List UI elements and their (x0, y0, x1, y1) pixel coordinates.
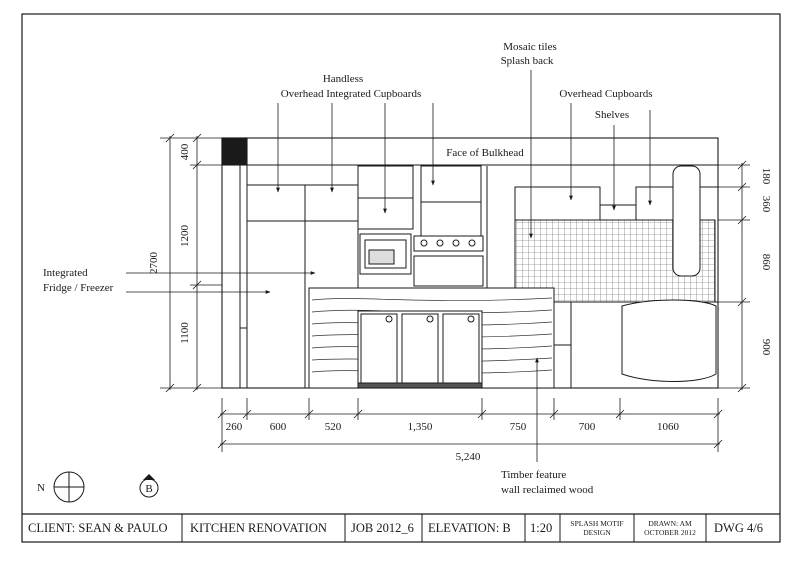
right-dimension-lines (718, 160, 750, 393)
shelves-label: Shelves (595, 109, 629, 121)
title-block: CLIENT: SEAN & PAULO KITCHEN RENOVATION … (22, 513, 780, 542)
title-drawn-line1: DRAWN: AM (648, 519, 692, 528)
timber-label-line2: wall reclaimed wood (501, 484, 594, 496)
fridge-label-line1: Integrated (43, 267, 88, 279)
dim-bottom-4: 1,350 (408, 421, 433, 433)
dim-bottom-total: 5,240 (456, 451, 481, 463)
elevation-marker-label: B (145, 483, 152, 495)
dim-left-top: 400 (179, 143, 191, 160)
overhead-cupboards-right (514, 165, 718, 277)
dim-left-mid: 1200 (179, 225, 191, 248)
bulkhead-label: Face of Bulkhead (446, 147, 524, 159)
title-studio-line2: DESIGN (583, 528, 611, 537)
dim-left-bottom: 1100 (179, 322, 191, 344)
overhead-cupboards-label: Overhead Cupboards (559, 88, 652, 100)
title-drawn-line2: OCTOBER 2012 (644, 528, 696, 537)
bottom-dimension-lines (217, 398, 723, 452)
dim-bottom-3: 520 (325, 421, 342, 433)
dim-bottom-2: 600 (270, 421, 287, 433)
base-cabinets-right (553, 299, 719, 389)
title-elevation: ELEVATION: B (428, 521, 511, 535)
left-column (239, 165, 248, 388)
dim-bottom-7: 1060 (657, 421, 680, 433)
title-scale: 1:20 (530, 521, 552, 535)
fridge-label-line2: Fridge / Freezer (43, 282, 114, 294)
elevation-marker: B (139, 474, 159, 498)
dim-right-a: 180 (760, 168, 772, 185)
left-dimension-lines (160, 133, 222, 393)
timber-island (308, 287, 555, 389)
handless-label-line2: Overhead Integrated Cupboards (281, 88, 422, 100)
oven-microwave (359, 166, 488, 288)
mosaic-label-line1: Mosaic tiles (503, 41, 556, 53)
mosaic-label-line2: Splash back (501, 55, 554, 67)
title-project: KITCHEN RENOVATION (190, 521, 327, 535)
dim-bottom-5: 750 (510, 421, 527, 433)
overhead-integrated-cupboards (246, 165, 482, 230)
title-studio-line1: SPLASH MOTIF (570, 519, 623, 528)
dim-right-c: 860 (760, 254, 772, 271)
dim-bottom-6: 700 (579, 421, 596, 433)
sheet-border (21, 13, 781, 543)
dim-right-b: 360 (760, 196, 772, 213)
timber-label-line1: Timber feature (501, 469, 566, 481)
dim-left-total: 2700 (148, 252, 160, 275)
title-job: JOB 2012_6 (351, 521, 414, 535)
handless-label-line1: Handless (323, 73, 363, 85)
title-drawing-number: DWG 4/6 (714, 521, 763, 535)
leader-lines (126, 70, 652, 462)
dim-right-d: 900 (760, 339, 772, 356)
compass-north-label: N (37, 482, 45, 494)
dim-bottom-1: 260 (226, 421, 243, 433)
north-compass: N (37, 471, 85, 503)
title-client: CLIENT: SEAN & PAULO (28, 521, 168, 535)
